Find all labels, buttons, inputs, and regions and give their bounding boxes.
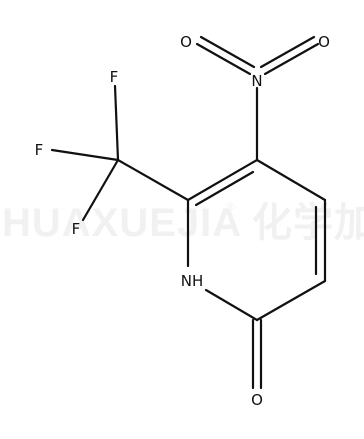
watermark-registered-mark: ® xyxy=(226,200,235,214)
bond-n-o-right-a xyxy=(259,35,316,69)
atom-labels: O O N F F F NH O xyxy=(35,33,330,409)
watermark-text: HUAXUEJIA xyxy=(2,201,242,245)
atom-oxygen-nitro-left: O xyxy=(180,33,192,51)
bond-c6-n1 xyxy=(204,288,259,322)
atom-oxygen-carbonyl: O xyxy=(251,391,263,409)
atom-fluorine-top: F xyxy=(110,68,119,86)
atom-fluorine-left: F xyxy=(35,141,44,159)
bond-c2-c3-outer xyxy=(186,158,259,202)
bond-n-o-right-b xyxy=(263,42,320,76)
bonds xyxy=(50,35,327,390)
bond-c-f-left xyxy=(50,148,120,162)
bond-c2-c3-inner xyxy=(194,170,255,207)
bond-c5-c6 xyxy=(255,279,327,322)
bond-c3-c4 xyxy=(255,158,327,202)
watermark-cn-text: 化学加 xyxy=(252,201,364,245)
bond-n-o-left-a xyxy=(195,42,252,76)
atom-nitrogen-nitro: N xyxy=(251,72,262,90)
bond-c-f-bottom xyxy=(81,158,120,222)
atom-fluorine-bottom: F xyxy=(72,220,81,238)
watermark: HUAXUEJIA ® 化学加 xyxy=(2,200,364,245)
bond-c-f-top xyxy=(113,84,120,162)
atom-ring-nh: NH xyxy=(181,272,204,290)
bond-n-o-left-b xyxy=(199,35,256,69)
atom-oxygen-nitro-right: O xyxy=(318,33,330,51)
bond-c2-cf3 xyxy=(116,158,190,202)
